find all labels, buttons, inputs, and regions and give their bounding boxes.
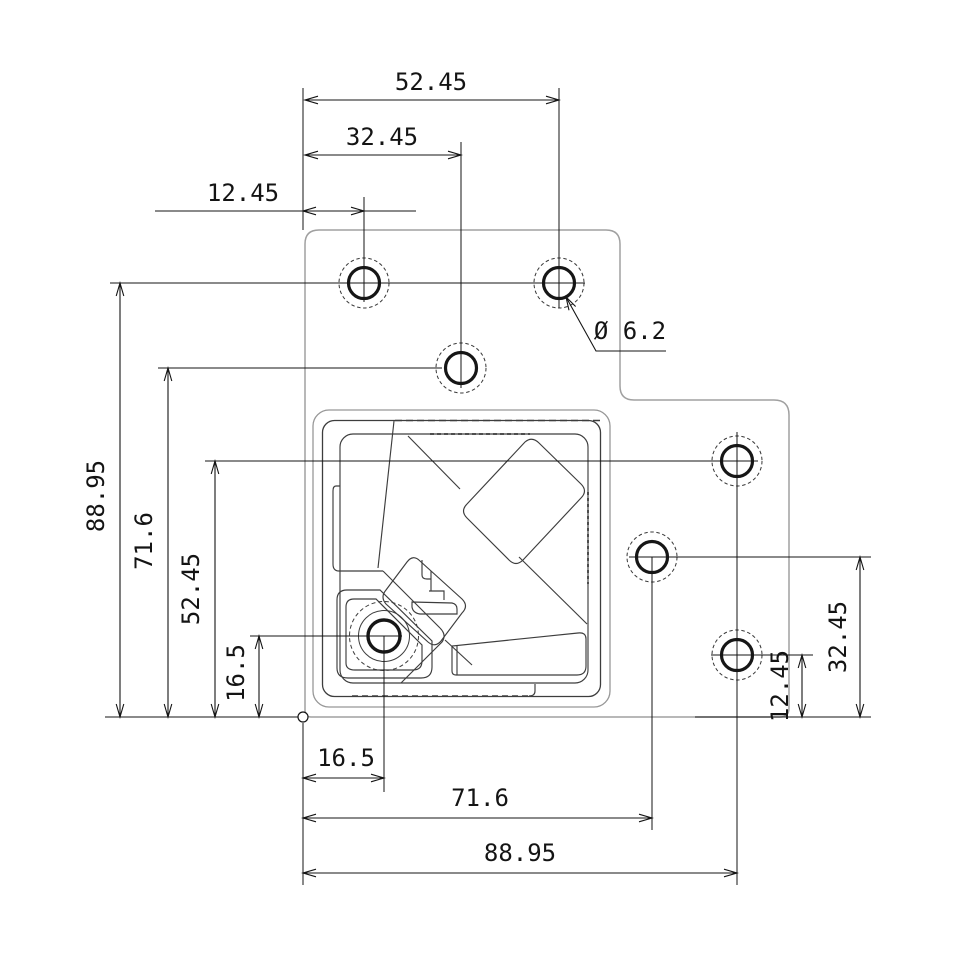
left-wall-channel (332, 485, 383, 572)
dim-bottom-outer: 88.95 (484, 839, 556, 867)
dimension-labels: 52.45 32.45 12.45 88.95 71.6 52.45 16.5 … (82, 68, 852, 867)
latch-diagonal-upper (407, 435, 461, 490)
dim-right-inner: 12.45 (766, 650, 794, 722)
diameter-callout: Ø 6.2 (594, 317, 666, 345)
boss-outline-inner (345, 598, 423, 671)
dim-top-outer: 52.45 (395, 68, 467, 96)
plate-outline (304, 229, 790, 718)
dim-left-small: 16.5 (222, 644, 250, 702)
origin-marker (297, 711, 309, 723)
plate-holes (338, 257, 763, 681)
dim-left-inner: 52.45 (177, 553, 205, 625)
latch-body (312, 409, 611, 708)
lower-right-pocket (451, 632, 587, 676)
latch-slanted-wall (377, 420, 395, 569)
dim-bottom-small: 16.5 (317, 744, 375, 772)
latch-diagonal-lower (518, 556, 588, 625)
cam-block (462, 438, 586, 565)
channel-bend (400, 627, 445, 684)
dim-right-outer: 32.45 (824, 601, 852, 673)
latch-housing-outer (312, 409, 611, 708)
shaft-block (382, 557, 467, 646)
dim-top-inner: 12.45 (207, 179, 279, 207)
boss-outline-outer (336, 589, 433, 679)
dim-left-middle: 71.6 (130, 512, 158, 570)
latch-housing-inner (339, 433, 589, 684)
dim-top-middle: 32.45 (346, 123, 418, 151)
extension-lines (105, 88, 871, 885)
shaft-key-notch (411, 560, 458, 615)
dim-bottom-middle: 71.6 (451, 784, 509, 812)
diameter-leader-line (565, 295, 666, 352)
dimension-lines (115, 95, 865, 878)
channel-notch (444, 639, 473, 666)
dim-left-outer: 88.95 (82, 460, 110, 532)
boss-ring-outer (349, 601, 419, 671)
bottom-tab (528, 684, 536, 697)
